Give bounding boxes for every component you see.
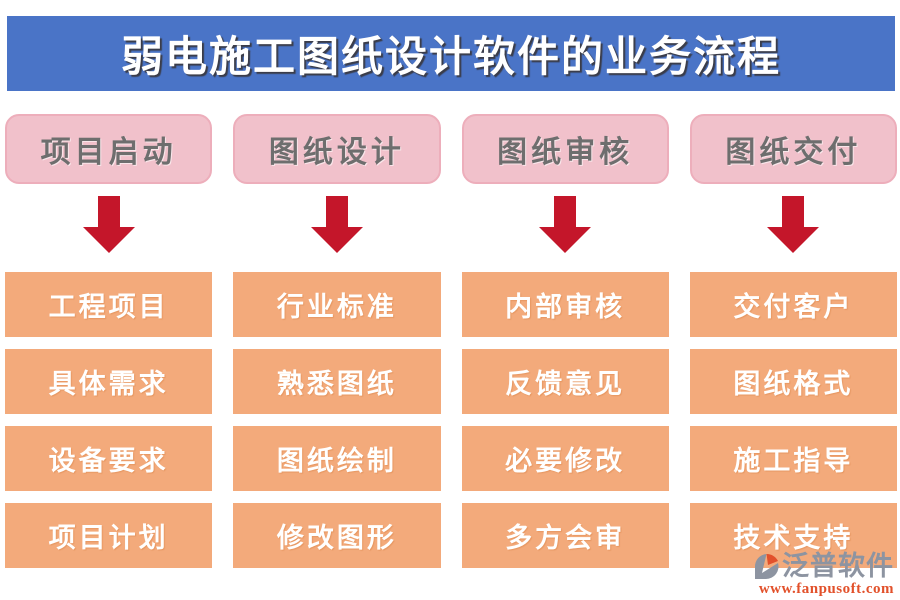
task-box: 图纸绘制 [233,426,441,491]
task-box: 多方会审 [461,503,669,568]
page-title: 弱电施工图纸设计软件的业务流程 [120,35,781,81]
stage-header: 图纸审核 [461,114,669,184]
task-box: 施工指导 [689,426,897,491]
logo-text: 泛普软件 [782,551,894,581]
task-box: 反馈意见 [461,349,669,414]
arrow-head [767,227,820,253]
flow-column-drawing-review: 图纸审核 内部审核 反馈意见 必要修改 多方会审 [461,114,669,580]
stage-header: 项目启动 [5,114,213,184]
task-box: 内部审核 [461,272,669,337]
task-box: 设备要求 [5,426,213,491]
task-box: 具体需求 [5,349,213,414]
arrow-stem [97,196,120,227]
task-box: 必要修改 [461,426,669,491]
arrow-head [539,227,592,253]
task-box: 技术支持 [689,503,897,568]
process-flow: 项目启动 工程项目 具体需求 设备要求 项目计划 图纸设计 行业标准 熟悉图纸 … [5,114,897,580]
stage-header: 图纸设计 [233,114,441,184]
flow-column-drawing-design: 图纸设计 行业标准 熟悉图纸 图纸绘制 修改图形 [233,114,441,580]
down-arrow-icon [82,196,135,253]
down-arrow-icon [310,196,363,253]
logo-url-text: www.fanpusoft.com [758,581,894,597]
down-arrow-icon [539,196,592,253]
arrow-head [82,227,135,253]
flow-column-project-start: 项目启动 工程项目 具体需求 设备要求 项目计划 [5,114,213,580]
task-box: 修改图形 [233,503,441,568]
task-box: 熟悉图纸 [233,349,441,414]
fanpu-watermark: 泛普软件 www.fanpusoft.com [753,553,894,597]
task-box: 图纸格式 [689,349,897,414]
stage-header: 图纸交付 [689,114,897,184]
task-box: 项目计划 [5,503,213,568]
task-box: 工程项目 [5,272,213,337]
arrow-stem [554,196,577,227]
arrow-stem [325,196,348,227]
arrow-stem [782,196,805,227]
flow-column-drawing-delivery: 图纸交付 交付客户 图纸格式 施工指导 技术支持 [689,114,897,580]
arrow-head [310,227,363,253]
task-box: 行业标准 [233,272,441,337]
title-banner: 弱电施工图纸设计软件的业务流程 [7,16,895,91]
down-arrow-icon [767,196,820,253]
fanpu-swoosh-icon [754,553,779,579]
task-box: 交付客户 [689,272,897,337]
